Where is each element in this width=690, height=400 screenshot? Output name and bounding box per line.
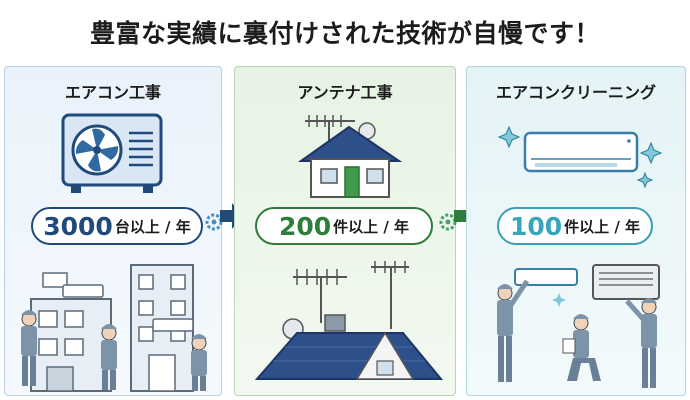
aircon-cleaning-unit: 件以上 / 年 [564, 217, 641, 236]
roof-antenna-illustration [254, 261, 443, 380]
cleaning-workers-illustration [497, 264, 660, 388]
aircon-install-unit: 台以上 / 年 [114, 217, 191, 236]
building-workers-illustration [21, 264, 207, 392]
aircon-cleaning-title: エアコンクリーニング [495, 83, 656, 102]
aircon-install-count: 3000 [43, 211, 113, 241]
house-antenna-icon [297, 115, 403, 198]
aircon-install-count-badge: 3000 台以上 / 年 [31, 207, 203, 245]
antenna-install-unit: 件以上 / 年 [333, 217, 410, 236]
worker-right [191, 334, 207, 391]
aircon-install-title: エアコン工事 [64, 83, 161, 102]
aircon-cleaning-count-badge: 100 件以上 / 年 [497, 207, 653, 245]
antenna-install-count-badge: 200 件以上 / 年 [255, 207, 433, 245]
worker-left [21, 310, 37, 386]
page-title: 豊富な実績に裏付けされた技術が自慢です！ [89, 19, 600, 48]
aircon-cleaning-count: 100 [509, 211, 563, 241]
worker-right [625, 298, 657, 388]
antenna-install-title: アンテナ工事 [297, 83, 393, 102]
worker-kneeling [562, 314, 601, 381]
outdoor-unit-icon [61, 113, 163, 193]
antenna-install-panel: アンテナ工事 200 件以上 / 年 [234, 66, 456, 396]
aircon-cleaning-panel: エアコンクリーニング 100 件以上 / 年 [466, 66, 686, 396]
antenna-install-count: 200 [278, 211, 332, 241]
aircon-install-panel: エアコン工事 3000 台以上 / 年 [4, 66, 222, 396]
worker-left [497, 279, 530, 382]
indoor-unit-sparkle-icon [497, 125, 663, 189]
worker-middle [101, 324, 117, 390]
